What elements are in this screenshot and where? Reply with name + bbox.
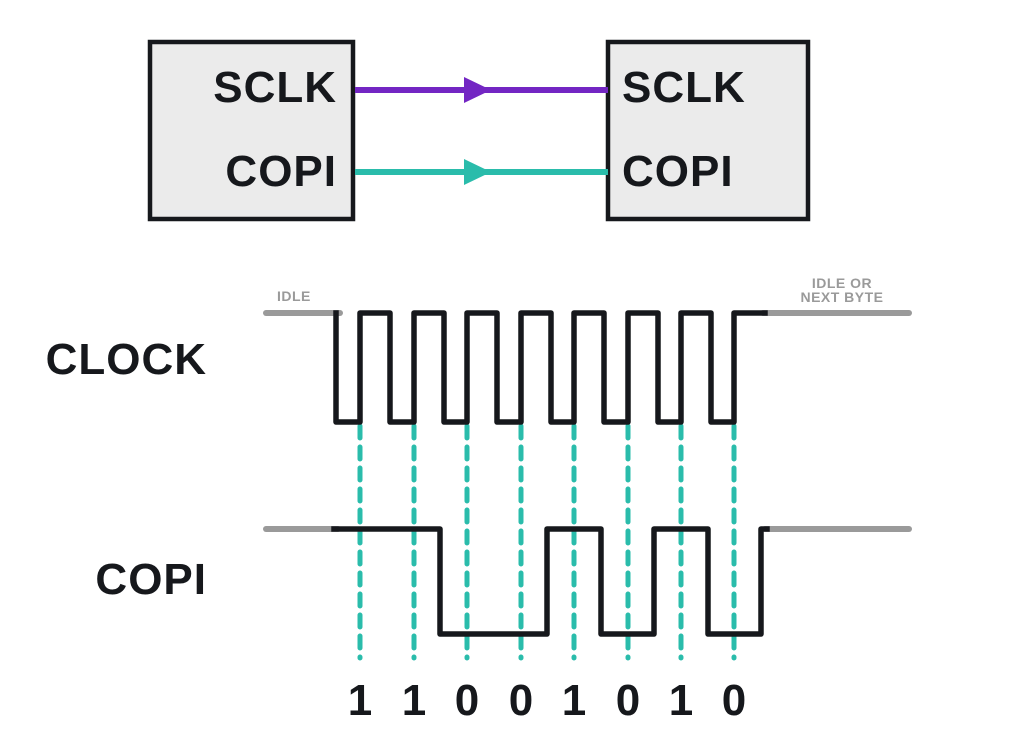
clock-signal-label: CLOCK [45,335,207,384]
bit-value: 0 [454,676,480,725]
sclk-arrowhead-icon [464,77,491,103]
controller-box [147,39,356,222]
idle-label: IDLE [277,288,311,304]
copi-waveform [331,526,770,637]
copi-arrowhead-icon [464,159,491,185]
idle-or-next-byte-label: IDLE OR NEXT BYTE [772,276,912,304]
copi-signal-label: COPI [95,555,207,604]
controller-pin-copi: COPI [225,147,337,196]
bit-value: 0 [615,676,641,725]
peripheral-pin-copi: COPI [622,147,734,196]
bit-value: 1 [561,676,587,725]
idle-or-next-byte-line1: IDLE OR [811,275,873,291]
controller-pin-sclk: SCLK [213,63,337,112]
bit-value: 1 [347,676,373,725]
bit-value: 1 [668,676,694,725]
idle-or-next-byte-line2: NEXT BYTE [800,289,884,305]
bit-value: 1 [401,676,427,725]
bit-value: 0 [508,676,534,725]
sample-lines [357,423,737,661]
bit-value: 0 [721,676,747,725]
clock-waveform [333,310,768,425]
peripheral-pin-sclk: SCLK [622,63,746,112]
peripheral-box [605,39,811,222]
